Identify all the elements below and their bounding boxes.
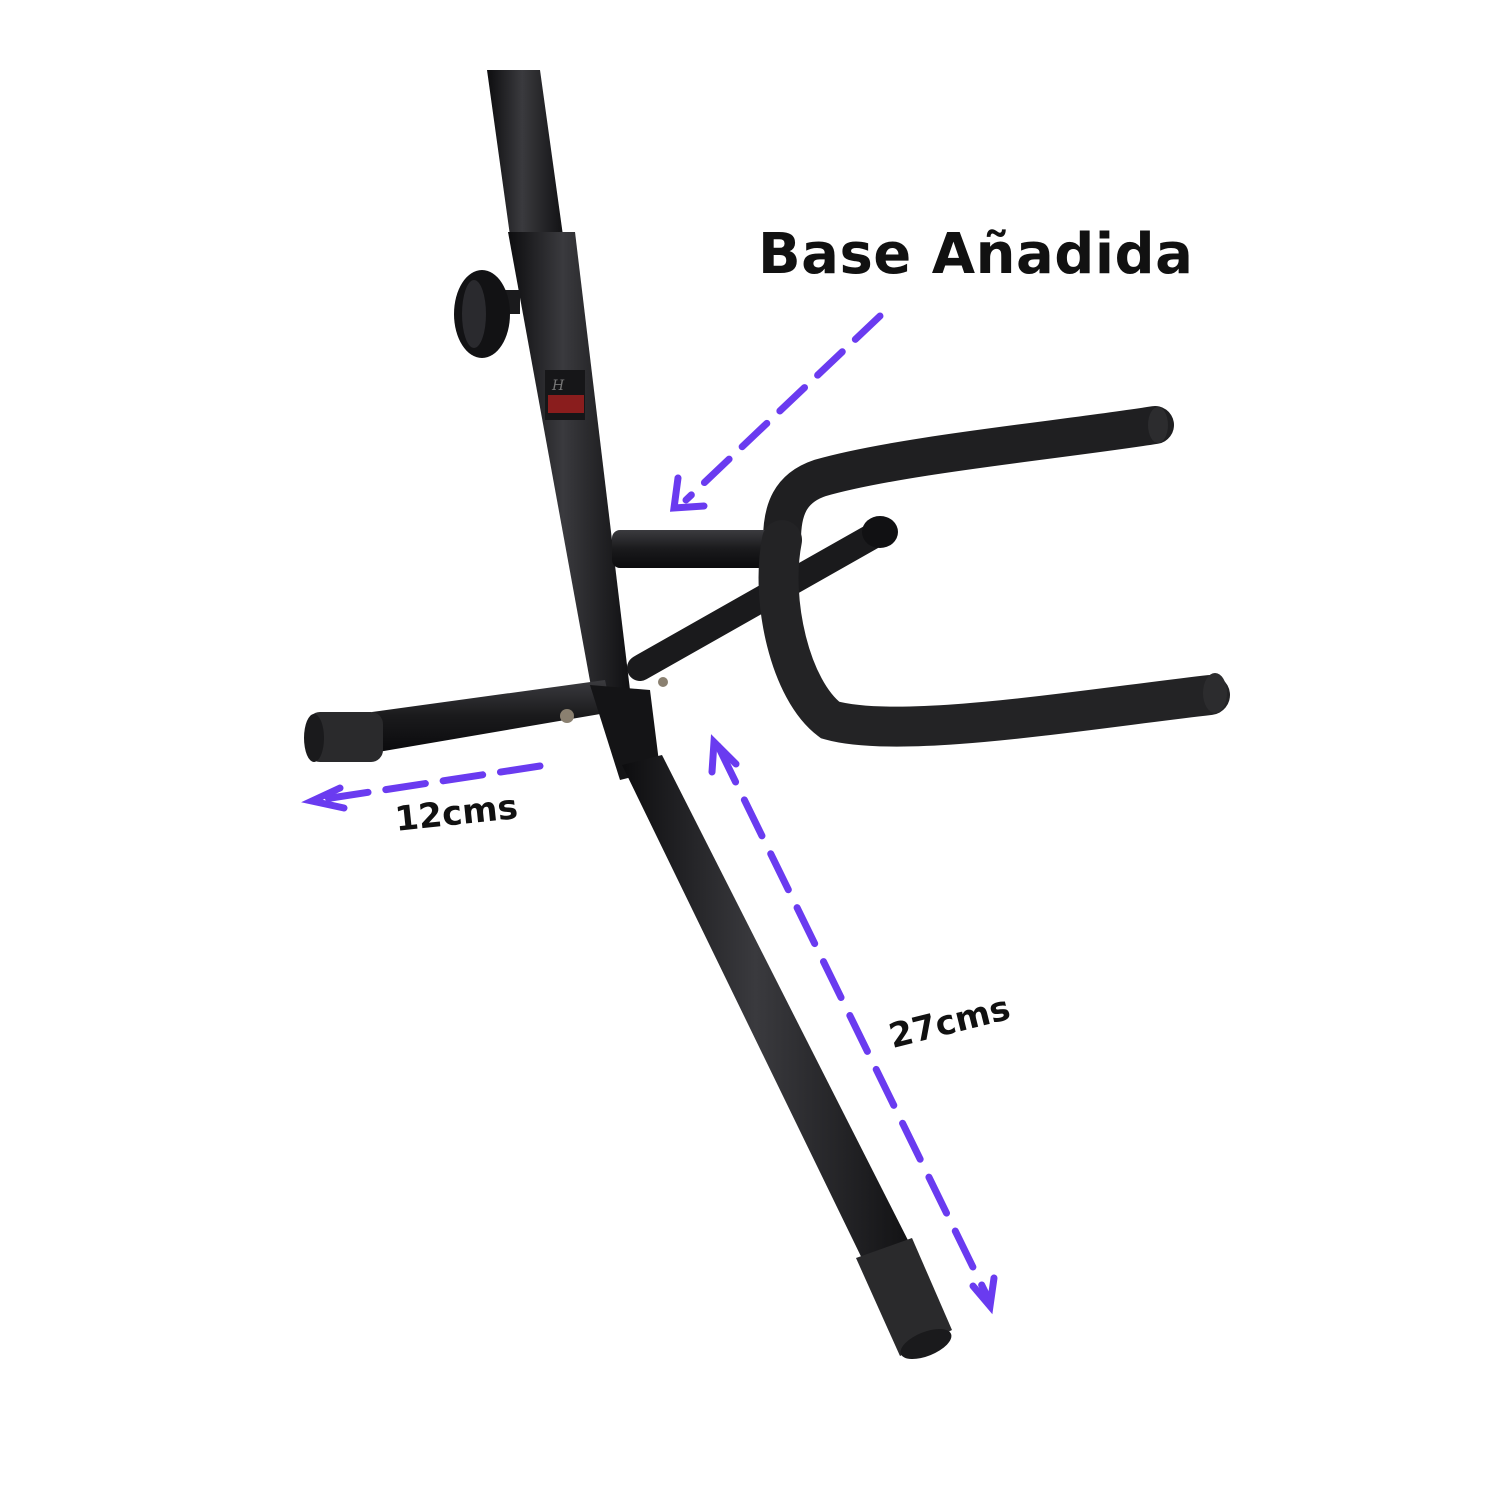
foam-holder-tip-bottom [1203, 673, 1227, 713]
lower-tube [508, 232, 630, 692]
arrow-leg-length [708, 734, 998, 1315]
foam-holder-front-arm [758, 520, 1230, 747]
front-leg-tube [622, 755, 918, 1275]
upper-tube [487, 70, 565, 250]
front-leg-rubber-tip [856, 1238, 952, 1360]
foam-holder-back-arm [763, 406, 1174, 559]
left-foot-rubber-tip [304, 712, 383, 762]
arrow-foot-length [301, 762, 544, 812]
base-annotation-label: Base Añadida [758, 222, 1194, 287]
svg-text:H: H [551, 378, 565, 394]
hub-joint [590, 685, 660, 780]
rivet [560, 709, 574, 723]
cross-arm [612, 530, 772, 568]
rivet-2 [658, 677, 668, 687]
brand-badge: H [545, 370, 585, 420]
foam-holder-tip-top [1148, 407, 1168, 443]
arrow-base-annotation [669, 312, 884, 512]
left-foot-tube [372, 680, 612, 752]
support-rod-cap [862, 516, 898, 548]
adjust-knob [454, 270, 520, 358]
